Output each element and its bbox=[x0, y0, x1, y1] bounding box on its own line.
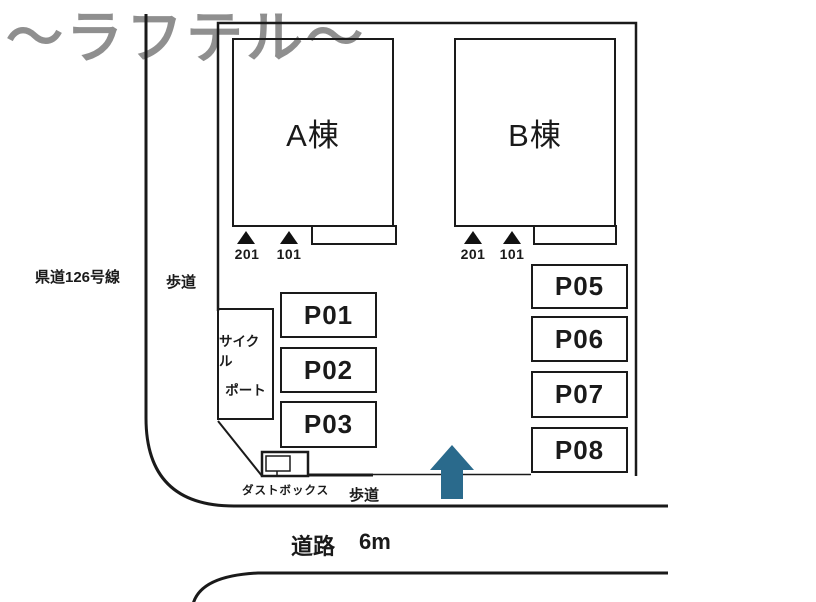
parking-label: P03 bbox=[303, 409, 354, 439]
unit-label-a-101: 101 bbox=[276, 246, 302, 262]
building-b-porch bbox=[533, 225, 617, 245]
site-boundary bbox=[216, 21, 638, 476]
site-boundary-diagonal bbox=[217, 420, 263, 477]
unit-marker-icon bbox=[237, 231, 255, 244]
cycle-port: サイクル ポート bbox=[217, 308, 274, 420]
unit-marker-icon bbox=[464, 231, 482, 244]
parking-label: P01 bbox=[303, 299, 354, 330]
road-edge-bottom-curve bbox=[192, 571, 668, 602]
parking-label: P08 bbox=[554, 434, 605, 465]
parking-space-p07: P07 bbox=[531, 371, 628, 418]
building-a: A棟 bbox=[232, 38, 394, 227]
building-a-porch bbox=[311, 225, 397, 245]
parking-space-p05: P05 bbox=[531, 264, 628, 309]
parking-space-p01: P01 bbox=[280, 292, 377, 338]
building-b: B棟 bbox=[454, 38, 616, 227]
parking-space-p08: P08 bbox=[531, 427, 628, 473]
building-a-label: A棟 bbox=[286, 118, 340, 153]
dust-box-outline bbox=[260, 450, 310, 478]
unit-label-a-201: 201 bbox=[234, 246, 260, 262]
parking-space-p02: P02 bbox=[280, 347, 377, 393]
cycle-port-label-line2: ポート bbox=[225, 382, 266, 398]
road-label-group: 道路 6m bbox=[291, 529, 391, 561]
parking-space-p06: P06 bbox=[531, 316, 628, 362]
building-b-label: B棟 bbox=[508, 118, 562, 153]
cycle-port-label-line1: サイクル bbox=[219, 333, 260, 369]
parking-label: P05 bbox=[554, 271, 605, 301]
road-label: 道路 bbox=[291, 534, 336, 559]
dust-box-inner bbox=[265, 455, 291, 472]
parking-label: P06 bbox=[554, 323, 605, 354]
entrance-arrow-icon bbox=[430, 445, 474, 499]
dust-box-label: ダストボックス bbox=[242, 485, 330, 497]
sidewalk-bottom-label: 歩道 bbox=[349, 487, 380, 504]
sidewalk-left-label: 歩道 bbox=[166, 274, 197, 291]
road-edge-top-curve bbox=[144, 14, 668, 508]
prefectural-road-label: 県道126号線 bbox=[35, 269, 121, 286]
unit-marker-icon bbox=[503, 231, 521, 244]
road-width-label: 6m bbox=[359, 529, 391, 554]
parking-label: P07 bbox=[554, 379, 605, 409]
unit-label-b-201: 201 bbox=[460, 246, 486, 262]
unit-label-b-101: 101 bbox=[499, 246, 525, 262]
parking-label: P02 bbox=[303, 354, 354, 385]
unit-marker-icon bbox=[280, 231, 298, 244]
parking-space-p03: P03 bbox=[280, 401, 377, 448]
